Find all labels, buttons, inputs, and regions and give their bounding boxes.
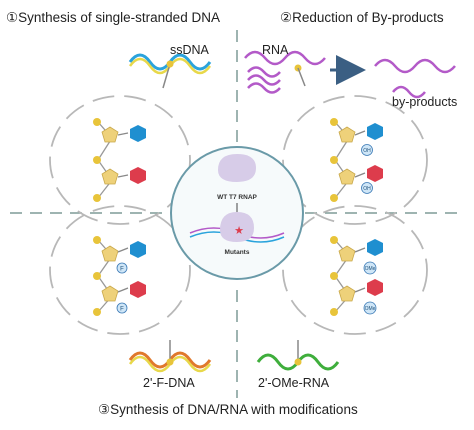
fdna-strand bbox=[128, 340, 212, 373]
mutation-star-icon: ★ bbox=[234, 225, 244, 237]
svg-text:OMe: OMe bbox=[365, 266, 376, 272]
svg-text:F: F bbox=[120, 307, 124, 313]
label-2ome-rna: 2'-OMe-RNA bbox=[258, 376, 330, 390]
q3-right-nucleotide-chain bbox=[330, 236, 383, 316]
q1-nucleotide-chain bbox=[93, 118, 129, 202]
rna-strands bbox=[244, 50, 326, 94]
mutants-label: Mutants bbox=[225, 249, 250, 256]
base-hexagon-blue bbox=[367, 123, 383, 140]
ssdna-strand bbox=[128, 53, 212, 89]
heading-single-stranded-dna: ①Synthesis of single-stranded DNA bbox=[6, 10, 220, 25]
q2-oh-badge-1: OH bbox=[361, 144, 373, 156]
wt-enzyme-blob bbox=[218, 154, 256, 182]
q3-ome-badge-2: OMe bbox=[363, 301, 377, 315]
q3-left-nucleotide-chain bbox=[93, 236, 146, 316]
q2-oh-badge-2: OH bbox=[361, 182, 373, 194]
rna-products bbox=[374, 58, 456, 99]
wt-t7-rnap-label: WT T7 RNAP bbox=[217, 194, 257, 201]
q2-dashed-ring bbox=[282, 95, 428, 225]
q3-f-badge-1: F bbox=[116, 262, 128, 274]
label-ssdna: ssDNA bbox=[170, 43, 209, 57]
omerna-strand bbox=[256, 340, 340, 371]
label-rna: RNA bbox=[262, 43, 289, 57]
heading-reduction-byproducts: ②Reduction of By-products bbox=[280, 10, 444, 25]
q3-ome-badge-1: OMe bbox=[363, 261, 377, 275]
base-hexagon-red bbox=[367, 165, 383, 182]
center-enzyme-panel: WT T7 RNAP ★ Mutants bbox=[170, 146, 304, 280]
q2-nucleotide-chain bbox=[330, 118, 383, 202]
svg-text:OH: OH bbox=[363, 186, 371, 192]
q3-f-badge-2: F bbox=[116, 302, 128, 314]
base-hexagon-blue bbox=[130, 241, 146, 258]
quadrant-dividers bbox=[10, 30, 465, 398]
base-hexagon-blue bbox=[367, 239, 383, 256]
q3-left-dashed-ring bbox=[49, 205, 191, 335]
svg-text:OMe: OMe bbox=[365, 306, 376, 312]
base-hexagon-red bbox=[130, 281, 146, 298]
label-2f-dna: 2'-F-DNA bbox=[143, 376, 195, 390]
base-hexagon-red bbox=[130, 167, 146, 184]
base-hexagon-blue bbox=[130, 125, 146, 142]
label-by-products: by-products bbox=[392, 95, 458, 109]
base-hexagon-red bbox=[367, 279, 383, 296]
svg-text:OH: OH bbox=[363, 148, 371, 154]
mutant-enzyme-blob bbox=[220, 212, 254, 242]
svg-text:F: F bbox=[120, 267, 124, 273]
heading-synthesis-modifications: ③Synthesis of DNA/RNA with modifications bbox=[98, 402, 358, 417]
q3-right-dashed-ring bbox=[282, 205, 428, 335]
q1-bases bbox=[130, 125, 146, 184]
q1-dashed-ring bbox=[49, 95, 191, 225]
